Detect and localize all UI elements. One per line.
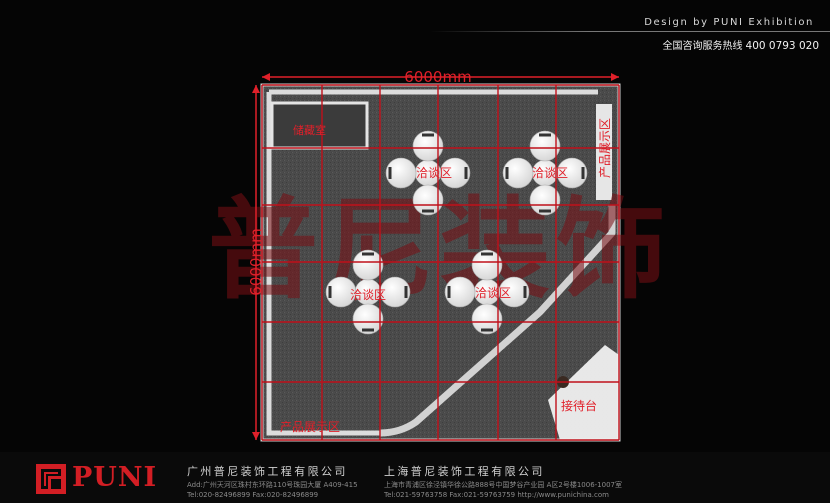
product-display-label-right: 产品展示区 bbox=[598, 118, 612, 178]
chair-back bbox=[422, 133, 434, 137]
chair bbox=[529, 130, 561, 162]
chair-back bbox=[404, 286, 408, 298]
storage-room bbox=[270, 101, 369, 150]
chair bbox=[439, 157, 471, 189]
negotiation-set bbox=[444, 249, 530, 335]
puni-logo-text: PUNI bbox=[72, 462, 158, 493]
guangzhou-company-name: 广州普尼装饰工程有限公司 bbox=[187, 465, 348, 478]
chair bbox=[385, 157, 417, 189]
shanghai-company: 上海普尼装饰工程有限公司 上海市青浦区徐泾镇华徐公路888号中国梦谷产业园 A区… bbox=[384, 463, 622, 499]
chair-back bbox=[505, 167, 509, 179]
width-dimension bbox=[262, 73, 619, 81]
height-dimension-label: 6000mm bbox=[247, 228, 265, 295]
guangzhou-phone: Tel:020-82496899 Fax:020-82496899 bbox=[187, 491, 319, 499]
reception-label: 接待台 bbox=[561, 398, 597, 413]
chair-back bbox=[362, 328, 374, 332]
guangzhou-address: Add:广州天河区珠村东环路110号珠园大厦 A409-415 bbox=[187, 481, 358, 489]
width-dimension-label: 6000mm bbox=[404, 68, 471, 86]
negotiation-set bbox=[502, 130, 588, 216]
height-dimension bbox=[252, 85, 260, 440]
chair-back bbox=[481, 252, 493, 256]
storage-label: 储藏室 bbox=[293, 123, 326, 137]
chair-back bbox=[464, 167, 468, 179]
chair bbox=[502, 157, 534, 189]
chair bbox=[412, 184, 444, 216]
negotiation-label-2: 洽谈区 bbox=[532, 166, 568, 180]
hotline-label: 全国咨询服务热线 bbox=[662, 41, 743, 52]
chair bbox=[498, 276, 530, 308]
chair-back bbox=[539, 133, 551, 137]
negotiation-label-3: 洽谈区 bbox=[350, 288, 386, 302]
negotiation-label-1: 洽谈区 bbox=[416, 166, 452, 180]
product-display-label-bottom: 产品展示区 bbox=[280, 420, 340, 434]
chair-back bbox=[388, 167, 392, 179]
shanghai-company-name: 上海普尼装饰工程有限公司 bbox=[384, 465, 545, 478]
chair-back bbox=[328, 286, 332, 298]
hotline-number: 400 0793 020 bbox=[745, 40, 819, 52]
puni-logo-icon bbox=[36, 464, 66, 494]
header-brand: Design by PUNI Exhibition bbox=[644, 17, 814, 28]
right-display-wall bbox=[596, 104, 612, 200]
shanghai-phone: Tel:021-59763758 Fax:021-59763759 http:/… bbox=[384, 491, 609, 499]
shanghai-address: 上海市青浦区徐泾镇华徐公路888号中国梦谷产业园 A区2号楼1006-1007室 bbox=[384, 481, 622, 489]
footer bbox=[0, 452, 830, 503]
chair bbox=[352, 249, 384, 281]
chair-back bbox=[539, 209, 551, 213]
chair bbox=[556, 157, 588, 189]
negotiation-label-4: 洽谈区 bbox=[475, 286, 511, 300]
chair bbox=[471, 249, 503, 281]
wall-diagonal bbox=[379, 205, 616, 437]
negotiation-set bbox=[325, 249, 411, 335]
reception-counter bbox=[548, 345, 619, 440]
chair bbox=[529, 184, 561, 216]
chair-back bbox=[447, 286, 451, 298]
chair bbox=[412, 130, 444, 162]
chair-back bbox=[523, 286, 527, 298]
chair bbox=[325, 276, 357, 308]
chair-back bbox=[362, 252, 374, 256]
negotiation-set bbox=[385, 130, 471, 216]
chair-back bbox=[481, 328, 493, 332]
grid-overlay bbox=[261, 84, 620, 441]
header-divider bbox=[430, 31, 830, 32]
chair bbox=[352, 303, 384, 335]
guangzhou-company: 广州普尼装饰工程有限公司 Add:广州天河区珠村东环路110号珠园大厦 A409… bbox=[187, 463, 358, 499]
chair-back bbox=[422, 209, 434, 213]
chair bbox=[444, 276, 476, 308]
negotiation-sets bbox=[325, 130, 588, 335]
chair-back bbox=[581, 167, 585, 179]
chair bbox=[471, 303, 503, 335]
